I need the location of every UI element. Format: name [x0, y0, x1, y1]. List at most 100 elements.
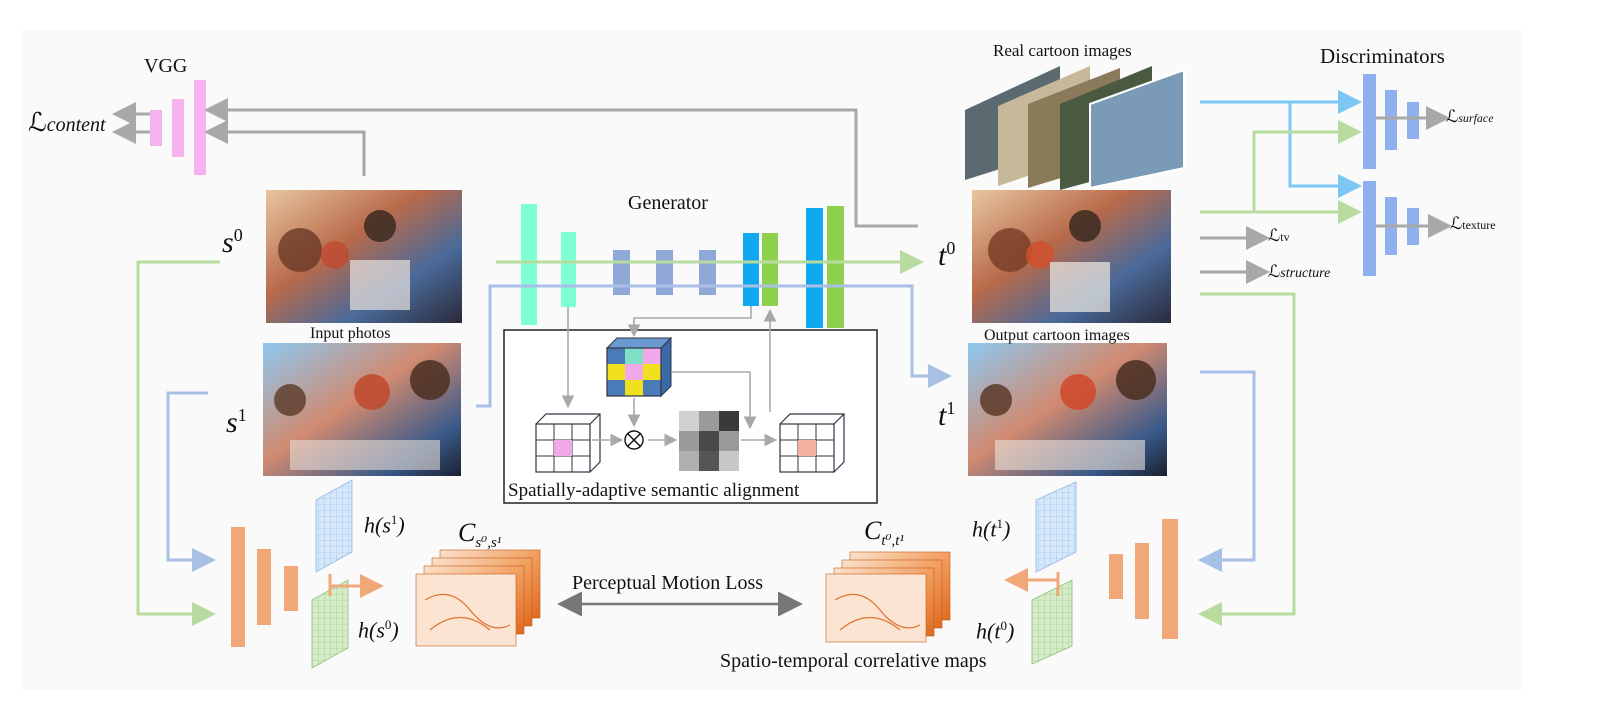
arrow-t0-to-disc1 — [1252, 120, 1362, 212]
line-t0-to-extractor — [1198, 292, 1296, 626]
t1-symbol: t — [938, 399, 947, 432]
s0-symbol: s — [222, 226, 234, 259]
line-s0-to-extractor — [136, 260, 220, 626]
feature-cube-left — [535, 413, 601, 473]
ht1-end: ) — [1002, 516, 1011, 542]
hs1-end: ) — [397, 512, 405, 538]
s1-label: s1 — [226, 405, 247, 440]
discriminator-surface — [1363, 74, 1419, 169]
tv-loss-sub: tv — [1280, 230, 1290, 244]
line-t1-to-extractor — [1198, 370, 1256, 572]
corr-left-label: Cs⁰,s¹ — [458, 518, 501, 552]
hs0-end: ) — [391, 617, 399, 643]
hs1-text: h(s — [364, 512, 391, 538]
real-cartoon-stack — [965, 66, 1185, 190]
gen-res-1 — [613, 250, 630, 295]
texture-loss-sub: texture — [1462, 218, 1496, 232]
gen-res-3 — [699, 250, 716, 295]
hs0-text: h(s — [358, 617, 385, 643]
texture-loss-symbol: ℒ — [1450, 214, 1463, 233]
arrow-dec-to-semantic — [627, 306, 752, 338]
spatio-temporal-label: Spatio-temporal correlative maps — [720, 650, 987, 672]
ht1-sup: 1 — [996, 516, 1003, 531]
ht0-text: h(t — [976, 618, 1001, 644]
tensor-hs1 — [315, 479, 353, 573]
flow-s1-to-t1 — [476, 284, 952, 408]
t1-label: t1 — [938, 398, 955, 433]
arrow-real-to-disc2 — [1288, 102, 1362, 198]
surface-loss-label: ℒsurface — [1446, 107, 1494, 127]
texture-loss-label: ℒtexture — [1450, 214, 1496, 234]
input-photo-s1 — [263, 343, 461, 476]
input-photo-s0 — [266, 190, 462, 323]
gen-dec-1b — [762, 233, 778, 306]
tv-loss-label: ℒtv — [1268, 226, 1290, 246]
attention-map — [679, 411, 739, 471]
structure-loss-label: ℒstructure — [1268, 262, 1330, 282]
input-photos-label: Input photos — [310, 325, 391, 342]
ht0-end: ) — [1006, 618, 1015, 644]
gen-dec-1a — [743, 233, 759, 306]
semantic-cube — [605, 336, 673, 398]
s0-sup: 0 — [233, 225, 243, 245]
output-cartoon-t0 — [972, 190, 1171, 323]
discriminator-texture — [1363, 181, 1419, 276]
gen-dec-2a — [806, 208, 823, 328]
arrow-semantic-to-map — [672, 371, 757, 430]
ht0-sup: 0 — [1000, 618, 1007, 633]
corr-right-symbol: C — [864, 516, 882, 545]
arrow-t0-to-vgg — [204, 98, 918, 228]
discriminators-label: Discriminators — [1320, 44, 1445, 68]
content-loss-sub: content — [46, 114, 106, 136]
ht1-label: h(t1) — [972, 516, 1010, 542]
perceptual-loss-label: Perceptual Motion Loss — [572, 572, 764, 594]
ht1-text: h(t — [972, 516, 997, 542]
hs1-label: h(s1) — [364, 512, 405, 538]
hs0-label: h(s0) — [358, 617, 399, 643]
t1-sup: 1 — [946, 398, 956, 418]
content-loss-symbol: ℒ — [28, 108, 47, 137]
corr-maps-left — [415, 549, 541, 647]
real-cartoon-label: Real cartoon images — [993, 41, 1132, 60]
gen-enc-2 — [561, 232, 576, 307]
s0-label: s0 — [222, 225, 243, 260]
t0-label: t0 — [938, 238, 955, 273]
alignment-label: Spatially-adaptive semantic alignment — [508, 480, 800, 501]
structure-loss-sub: structure — [1280, 266, 1331, 281]
feature-extractor-right — [1109, 519, 1178, 639]
vgg-label: VGG — [144, 55, 188, 77]
corr-right-sub: t⁰,t¹ — [881, 533, 904, 550]
t0-symbol: t — [938, 239, 947, 272]
tensor-ht1 — [1035, 481, 1077, 573]
corr-left-sub: s⁰,s¹ — [475, 535, 502, 552]
gen-dec-2b — [827, 206, 844, 328]
surface-loss-symbol: ℒ — [1446, 107, 1459, 126]
vgg-layer-3 — [194, 80, 206, 175]
line-s1-to-extractor — [166, 391, 216, 572]
s1-sup: 1 — [237, 405, 247, 425]
vgg-layer-2 — [172, 99, 184, 157]
corr-maps-right — [825, 551, 951, 643]
arrow-s0-to-vgg — [204, 120, 366, 176]
feature-extractor-left — [231, 527, 298, 647]
generator-label: Generator — [628, 192, 708, 214]
ht0-label: h(t0) — [976, 618, 1014, 644]
otimes-cross — [627, 433, 641, 447]
output-cartoon-label: Output cartoon images — [984, 327, 1130, 344]
vgg-network — [150, 80, 206, 175]
hs1-sup: 1 — [390, 512, 398, 527]
surface-loss-sub: surface — [1458, 111, 1494, 125]
gen-res-2 — [656, 250, 673, 295]
feature-cube-right — [779, 413, 845, 473]
gen-enc-1 — [521, 204, 537, 325]
vgg-layer-1 — [150, 110, 162, 146]
s1-symbol: s — [226, 406, 238, 439]
output-cartoon-t1 — [968, 343, 1167, 476]
corr-left-symbol: C — [458, 518, 476, 547]
content-loss-label: ℒcontent — [28, 108, 106, 138]
hs0-sup: 0 — [384, 617, 392, 632]
tv-loss-symbol: ℒ — [1268, 226, 1281, 245]
structure-loss-symbol: ℒ — [1268, 262, 1281, 281]
corr-right-label: Ct⁰,t¹ — [864, 516, 904, 550]
